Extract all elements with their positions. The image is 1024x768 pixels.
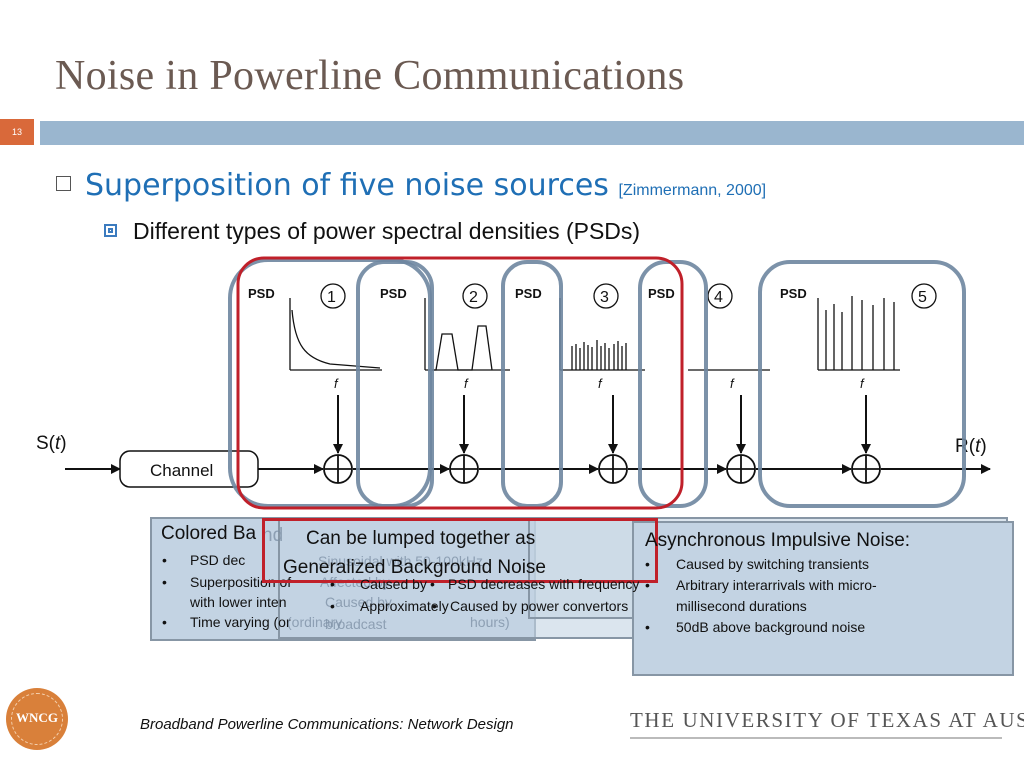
adder-1 (323, 454, 353, 484)
bullet-level2-text: Different types of power spectral densit… (133, 218, 641, 244)
ghost-fragment: (ordinary (287, 614, 343, 630)
panel-async-impulsive (632, 521, 1014, 676)
svg-text:PSD: PSD (780, 286, 807, 301)
colored-item-4: Time varying (or (190, 614, 291, 630)
generalized-item-2: PSD decreases with frequency (448, 576, 640, 592)
adder-3 (598, 454, 628, 484)
colored-item-2: Superposition of (190, 574, 292, 590)
channel-label: Channel (150, 461, 213, 480)
svg-text:f: f (598, 376, 603, 391)
adder-5 (851, 454, 881, 484)
bullet-level2: Different types of power spectral densit… (104, 218, 640, 245)
footer-university: THE UNIVERSITY OF TEXAS AT AUSTIN (630, 708, 1024, 732)
async-item-2: Arbitrary interarrivals with micro- (676, 577, 877, 593)
highlight-frame-source-2 (356, 260, 434, 508)
generalized-noise-frame (262, 518, 658, 583)
svg-text:PSD: PSD (515, 286, 542, 301)
bullet-level1: Superposition of five noise sources [Zim… (56, 168, 766, 203)
psd-plot-5: PSD 5 f (780, 283, 937, 391)
async-item-3: millisecond durations (676, 598, 807, 614)
logo-ring-icon (11, 693, 63, 745)
generalized-heading-1: Can be lumped together as (306, 528, 536, 549)
generalized-item-1: Caused by (360, 576, 427, 592)
svg-text:2: 2 (469, 289, 478, 306)
ghost-fragment: hours) (470, 614, 510, 630)
ghost-fragment: Caused by (325, 594, 392, 610)
colored-item-3: with lower inten (190, 594, 287, 610)
highlight-frame-background (236, 256, 684, 510)
svg-text:f: f (334, 376, 339, 391)
svg-text:3: 3 (600, 289, 609, 306)
hollow-square-bullet-icon (56, 176, 71, 191)
square-bullet-icon (104, 224, 117, 238)
generalized-heading-2: Generalized Background Noise (283, 557, 546, 578)
output-signal-label: R(t) (955, 436, 987, 457)
adder-4 (726, 454, 756, 484)
highlight-frame-source-3 (501, 260, 563, 508)
bullet-level1-text: Superposition of five noise sources (85, 168, 609, 203)
input-signal-label: S(t) (36, 433, 67, 454)
psd-plot-1: PSD 1 f (248, 283, 382, 391)
svg-text:f: f (730, 376, 735, 391)
svg-text:PSD: PSD (380, 286, 407, 301)
async-item-4: 50dB above background noise (676, 619, 866, 635)
citation: [Zimmermann, 2000] (618, 182, 767, 199)
ghost-fragment: broadcast (325, 616, 387, 632)
psd-plot-2: PSD 2 f (380, 283, 510, 391)
async-item-1: Caused by switching transients (676, 556, 869, 572)
wncg-logo: WNCG (6, 688, 68, 750)
slide-number: 13 (0, 119, 34, 145)
generalized-item-4: Caused by power convertors (450, 598, 629, 614)
ghost-fragment: Sinusoidal with 50-100kHz (318, 553, 483, 569)
async-heading: Asynchronous Impulsive Noise: (645, 530, 911, 551)
svg-text:4: 4 (714, 289, 723, 306)
generalized-item-3: Approximately (360, 598, 449, 614)
panel-colored-heading: Colored Ba (161, 523, 257, 544)
svg-text:PSD: PSD (648, 286, 675, 301)
svg-text:f: f (860, 376, 865, 391)
adder-2 (449, 454, 479, 484)
title-rule (40, 121, 1024, 145)
colored-item-1: PSD dec (190, 552, 246, 568)
highlight-frame-source-5 (758, 260, 966, 508)
psd-plot-4: PSD 4 f (648, 283, 770, 391)
svg-text:PSD: PSD (248, 286, 275, 301)
ghost-fragment: nd (262, 525, 284, 546)
footer-rule (630, 737, 1002, 739)
footer-course-title: Broadband Powerline Communications: Netw… (140, 716, 514, 733)
slide-title: Noise in Powerline Communications (55, 53, 685, 99)
psd-plot-3: PSD 3 f (515, 283, 645, 391)
svg-text:1: 1 (327, 289, 336, 306)
highlight-frame-source-4 (638, 260, 708, 508)
svg-text:f: f (464, 376, 469, 391)
svg-text:5: 5 (918, 289, 927, 306)
logo-text: WNCG (16, 710, 58, 725)
